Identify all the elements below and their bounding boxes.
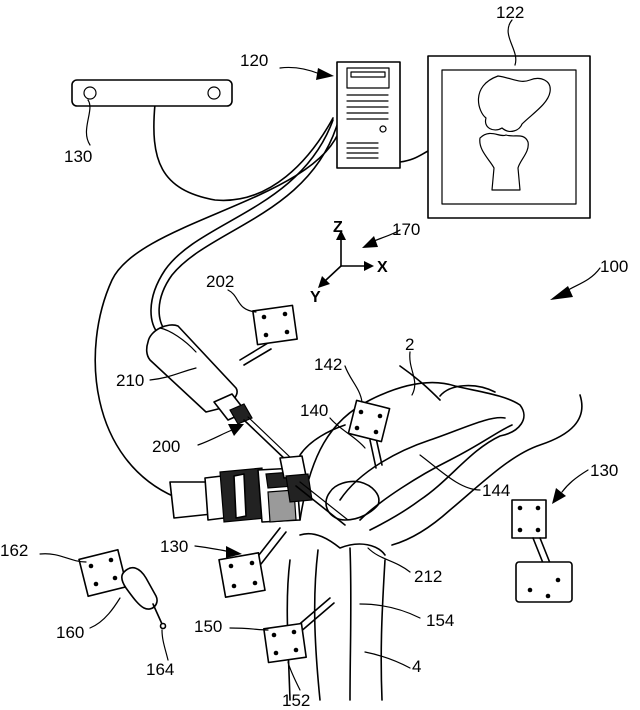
label-130-top: 130 <box>64 147 92 166</box>
monitor-122 <box>428 56 590 218</box>
axis-label-y: Y <box>310 289 321 306</box>
tracking-bar-130 <box>72 80 232 106</box>
label-4: 4 <box>412 657 421 676</box>
label-152: 152 <box>282 691 310 710</box>
robotic-unit-200 <box>170 456 348 525</box>
probe-160 <box>79 550 166 629</box>
label-154: 154 <box>426 611 454 630</box>
label-210: 210 <box>116 371 144 390</box>
tracker-array-130-middle <box>219 528 286 597</box>
coordinate-axes <box>318 230 374 288</box>
tracker-array-130-right <box>512 500 572 602</box>
label-202: 202 <box>206 272 234 291</box>
label-140: 140 <box>300 401 328 420</box>
tracker-array-202 <box>240 305 297 365</box>
computer-tower-120 <box>337 62 400 168</box>
tracker-array-152 <box>264 598 334 662</box>
label-2: 2 <box>405 335 414 354</box>
label-120: 120 <box>240 51 268 70</box>
tracker-array-142 <box>348 400 389 468</box>
label-100: 100 <box>600 257 628 276</box>
axis-label-x: X <box>377 259 388 276</box>
label-142: 142 <box>314 355 342 374</box>
label-200: 200 <box>152 437 180 456</box>
label-170: 170 <box>392 220 420 239</box>
label-122: 122 <box>496 3 524 22</box>
label-160: 160 <box>56 623 84 642</box>
label-212: 212 <box>414 567 442 586</box>
label-130-right: 130 <box>590 461 618 480</box>
label-164: 164 <box>146 660 174 679</box>
label-150: 150 <box>194 617 222 636</box>
axis-label-z: Z <box>333 219 343 236</box>
label-162: 162 <box>0 541 28 560</box>
label-130-middle: 130 <box>160 537 188 556</box>
label-144: 144 <box>482 481 510 500</box>
